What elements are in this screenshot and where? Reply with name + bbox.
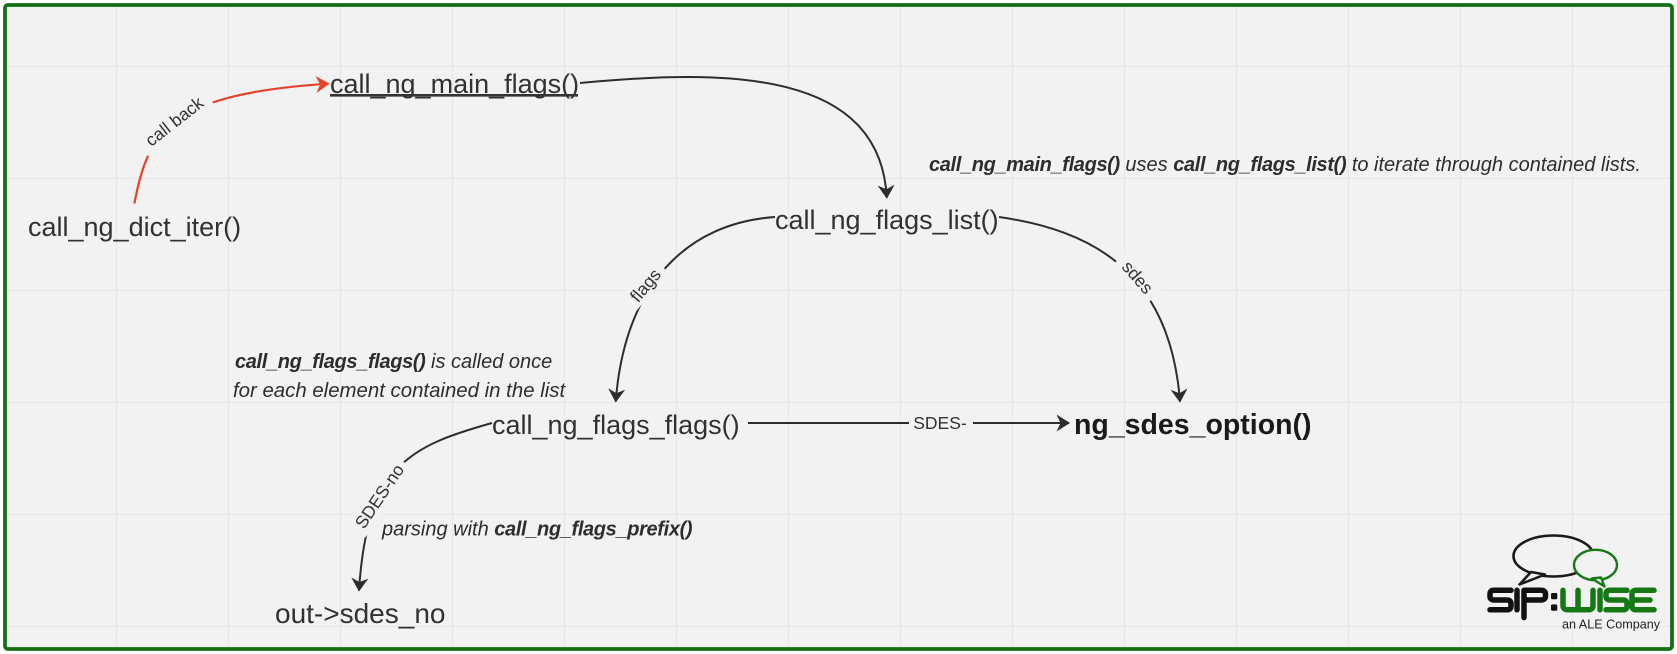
svg-text:parsing with call_ng_flags_pre: parsing with call_ng_flags_prefix() [381, 519, 693, 541]
svg-text:out->sdes_no: out->sdes_no [275, 598, 445, 629]
svg-text:an ALE Company: an ALE Company [1562, 618, 1661, 632]
svg-text:ng_sdes_option(): ng_sdes_option() [1074, 409, 1312, 441]
svg-text:call_ng_main_flags() uses call: call_ng_main_flags() uses call_ng_flags_… [929, 154, 1641, 176]
svg-text:call_ng_flags_list(): call_ng_flags_list() [775, 205, 999, 235]
svg-text:for each element contained in: for each element contained in the list [233, 380, 566, 402]
svg-text:SDES-: SDES- [913, 413, 967, 433]
svg-text:call_ng_flags_flags(): call_ng_flags_flags() [492, 410, 740, 440]
svg-text:call_ng_flags_flags() is calle: call_ng_flags_flags() is called once [235, 351, 552, 373]
svg-text:call_ng_dict_iter(): call_ng_dict_iter() [28, 212, 241, 242]
